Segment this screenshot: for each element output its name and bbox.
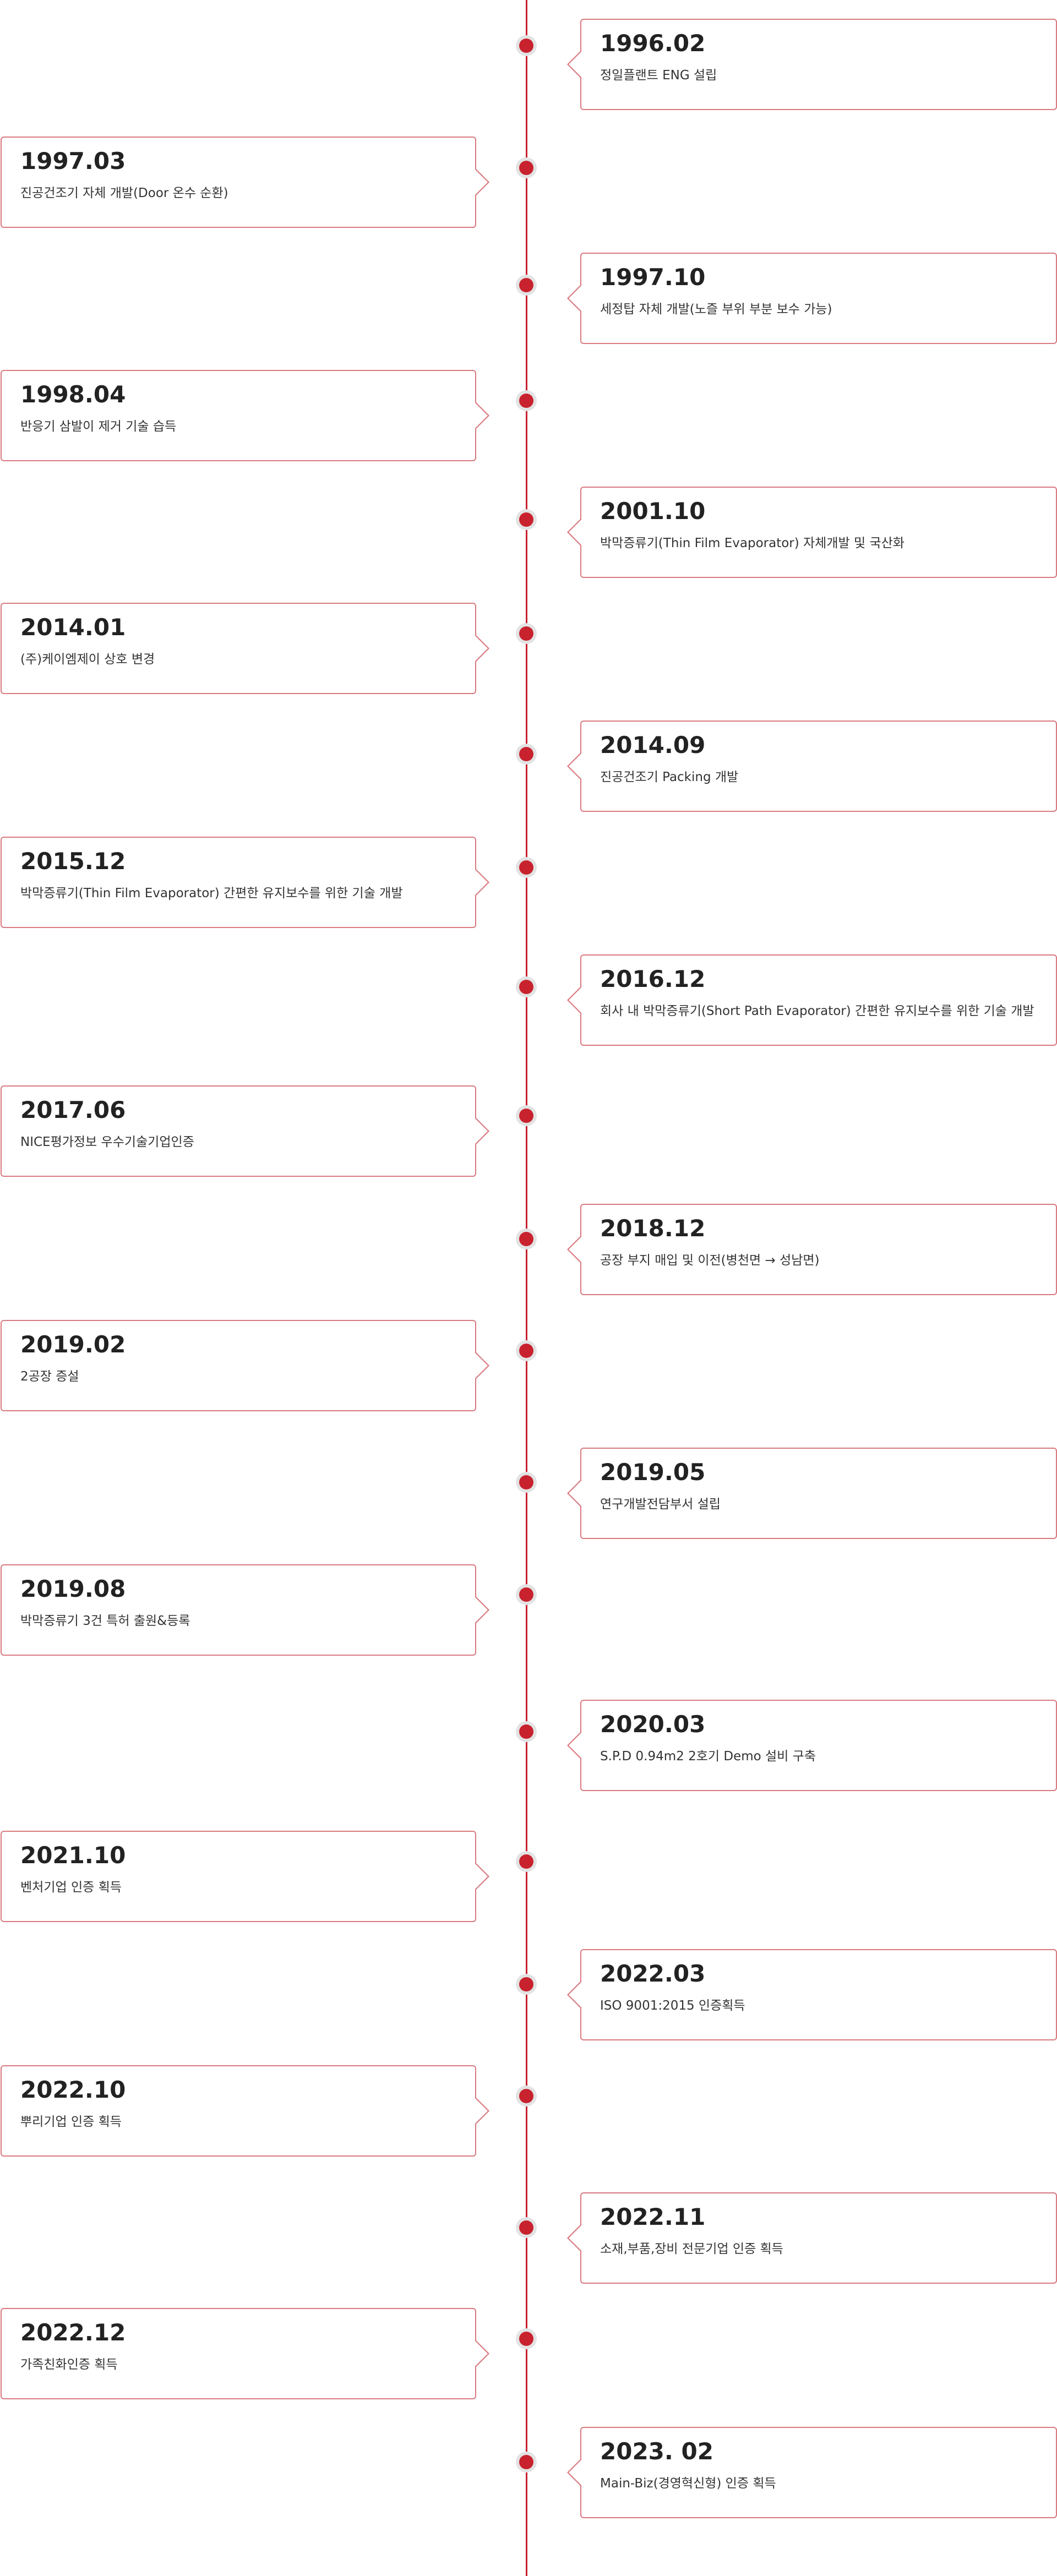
timeline-axis: [526, 0, 527, 2576]
entry-year: 2019.05: [600, 1459, 706, 1486]
entry-description: Main-Biz(경영혁신형) 인증 획득: [600, 2476, 776, 2491]
entry-description: 박막증류기(Thin Film Evaporator) 자체개발 및 국산화: [600, 536, 905, 551]
timeline-entry: 2022.12 가족친화인증 획득: [1, 2308, 476, 2399]
entry-year: 1996.02: [600, 30, 706, 57]
entry-description: NICE평가정보 우수기술기업인증: [20, 1135, 194, 1150]
entry-year: 2014.01: [20, 614, 126, 641]
timeline-dot: [519, 1977, 533, 1991]
entry-description: 정일플랜트 ENG 설립: [600, 68, 717, 83]
timeline-entry: 2015.12 박막증류기(Thin Film Evaporator) 간편한 …: [1, 837, 476, 928]
timeline-entry: 1998.04 반응기 삼발이 제거 기술 습득: [1, 370, 476, 461]
timeline-entry: 2014.01 (주)케이엠제이 상호 변경: [1, 603, 476, 694]
entry-year: 2019.08: [20, 1575, 126, 1602]
timeline-dot: [519, 394, 533, 408]
timeline-entry: 2018.12 공장 부지 매입 및 이전(병천면 → 성남면): [580, 1204, 1057, 1295]
timeline-entry: 2001.10 박막증류기(Thin Film Evaporator) 자체개발…: [580, 487, 1057, 578]
timeline-entry: 2022.03 ISO 9001:2015 인증획득: [580, 1949, 1057, 2040]
entry-description: 회사 내 박막증류기(Short Path Evaporator) 간편한 유지…: [600, 1004, 1034, 1019]
entry-year: 2014.09: [600, 732, 706, 758]
timeline-dot: [519, 626, 533, 641]
entry-description: 박막증류기 3건 특허 출원&등록: [20, 1614, 190, 1629]
timeline-dot: [519, 278, 533, 292]
entry-year: 1997.03: [20, 148, 126, 174]
entry-year: 2021.10: [20, 1842, 126, 1869]
entry-description: 세정탑 자체 개발(노즐 부위 부분 보수 가능): [600, 302, 832, 317]
timeline-dot: [519, 2220, 533, 2235]
entry-description: ISO 9001:2015 인증획득: [600, 1999, 745, 2013]
entry-description: 뿌리기업 인증 획득: [20, 2115, 122, 2130]
entry-year: 2022.03: [600, 1960, 706, 1987]
timeline-entry: 2014.09 진공건조기 Packing 개발: [580, 721, 1057, 812]
entry-year: 1997.10: [600, 264, 706, 291]
entry-year: 2022.11: [600, 2203, 706, 2230]
entry-description: 연구개발전담부서 설립: [600, 1497, 721, 1512]
timeline-entry: 2020.03 S.P.D 0.94m2 2호기 Demo 설비 구축: [580, 1700, 1057, 1791]
entry-description: 진공건조기 자체 개발(Door 온수 순환): [20, 186, 228, 201]
timeline-dot: [519, 2455, 533, 2469]
timeline-dot: [519, 980, 533, 994]
timeline-entry: 2019.05 연구개발전담부서 설립: [580, 1448, 1057, 1539]
entry-year: 2016.12: [600, 965, 706, 992]
timeline-entry: 1997.03 진공건조기 자체 개발(Door 온수 순환): [1, 137, 476, 228]
entry-description: 벤처기업 인증 획득: [20, 1880, 122, 1895]
timeline-dot: [519, 39, 533, 53]
timeline-entry: 2023. 02 Main-Biz(경영혁신형) 인증 획득: [580, 2427, 1057, 2518]
timeline-dot: [519, 161, 533, 175]
timeline-entry: 2022.10 뿌리기업 인증 획득: [1, 2065, 476, 2157]
timeline-entry: 2016.12 회사 내 박막증류기(Short Path Evaporator…: [580, 954, 1057, 1046]
entry-year: 2015.12: [20, 848, 126, 875]
timeline-entry: 2019.08 박막증류기 3건 특허 출원&등록: [1, 1564, 476, 1656]
timeline-entry: 2022.11 소재,부품,장비 전문기업 인증 획득: [580, 2192, 1057, 2284]
timeline-entry: 2017.06 NICE평가정보 우수기술기업인증: [1, 1085, 476, 1177]
entry-year: 2023. 02: [600, 2438, 713, 2465]
timeline-dot: [519, 747, 533, 761]
entry-year: 2018.12: [600, 1215, 706, 1242]
entry-description: 소재,부품,장비 전문기업 인증 획득: [600, 2242, 783, 2257]
entry-description: (주)케이엠제이 상호 변경: [20, 652, 155, 667]
timeline-entry: 1997.10 세정탑 자체 개발(노즐 부위 부분 보수 가능): [580, 253, 1057, 344]
entry-description: 박막증류기(Thin Film Evaporator) 간편한 유지보수를 위한…: [20, 886, 403, 901]
timeline-dot: [519, 1854, 533, 1869]
timeline-dot: [519, 1475, 533, 1489]
entry-description: 공장 부지 매입 및 이전(병천면 → 성남면): [600, 1253, 820, 1268]
entry-description: 2공장 증설: [20, 1369, 79, 1384]
entry-description: 반응기 삼발이 제거 기술 습득: [20, 419, 177, 434]
timeline-dot: [519, 2332, 533, 2346]
entry-description: 진공건조기 Packing 개발: [600, 770, 739, 785]
entry-year: 2020.03: [600, 1711, 706, 1738]
entry-description: S.P.D 0.94m2 2호기 Demo 설비 구축: [600, 1749, 816, 1764]
entry-year: 2019.02: [20, 1331, 126, 1358]
entry-year: 2017.06: [20, 1096, 126, 1123]
entry-description: 가족친화인증 획득: [20, 2357, 118, 2372]
entry-year: 2022.12: [20, 2319, 126, 2346]
timeline-entry: 2019.02 2공장 증설: [1, 1320, 476, 1411]
timeline-dot: [519, 1587, 533, 1602]
entry-year: 1998.04: [20, 381, 126, 408]
timeline-dot: [519, 1344, 533, 1358]
timeline-dot: [519, 1724, 533, 1739]
timeline-dot: [519, 1232, 533, 1246]
timeline-dot: [519, 1109, 533, 1123]
entry-year: 2022.10: [20, 2076, 126, 2103]
timeline-entry: 2021.10 벤처기업 인증 획득: [1, 1831, 476, 1922]
timeline-dot: [519, 512, 533, 527]
timeline-dot: [519, 2089, 533, 2103]
timeline-dot: [519, 860, 533, 875]
entry-year: 2001.10: [600, 498, 706, 525]
timeline-entry: 1996.02 정일플랜트 ENG 설립: [580, 19, 1057, 110]
